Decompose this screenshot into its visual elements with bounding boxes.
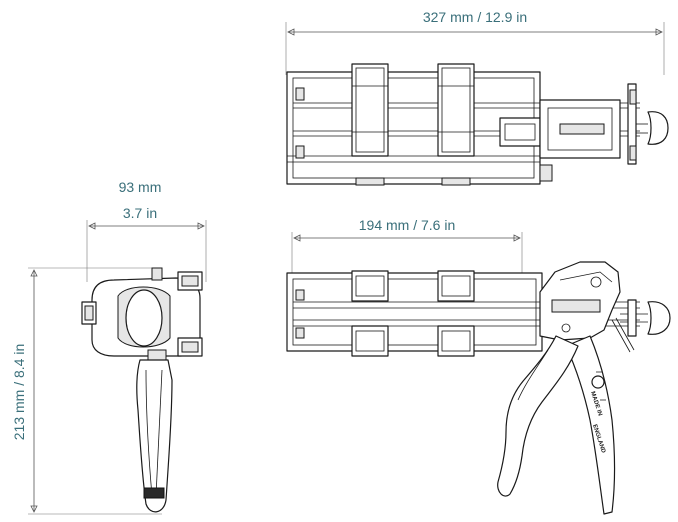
- top-view: 327 mm / 12.9 in: [285, 9, 669, 186]
- cartridge-length-dimension: 194 mm / 7.6 in: [291, 217, 523, 275]
- width-dimension: 93 mm 3.7 in: [86, 179, 207, 282]
- width-mm-label: 93 mm: [119, 179, 162, 195]
- height-dimension: 213 mm / 8.4 in: [11, 267, 162, 515]
- width-in-label: 3.7 in: [123, 205, 157, 221]
- overall-length-dimension: 327 mm / 12.9 in: [285, 9, 665, 75]
- height-label: 213 mm / 8.4 in: [11, 344, 27, 441]
- cartridge-length-label: 194 mm / 7.6 in: [359, 217, 456, 233]
- front-view: 93 mm 3.7 in 213 mm / 8.4 in: [11, 179, 207, 515]
- overall-length-label: 327 mm / 12.9 in: [423, 9, 527, 25]
- side-view: 194 mm / 7.6 in: [286, 217, 671, 515]
